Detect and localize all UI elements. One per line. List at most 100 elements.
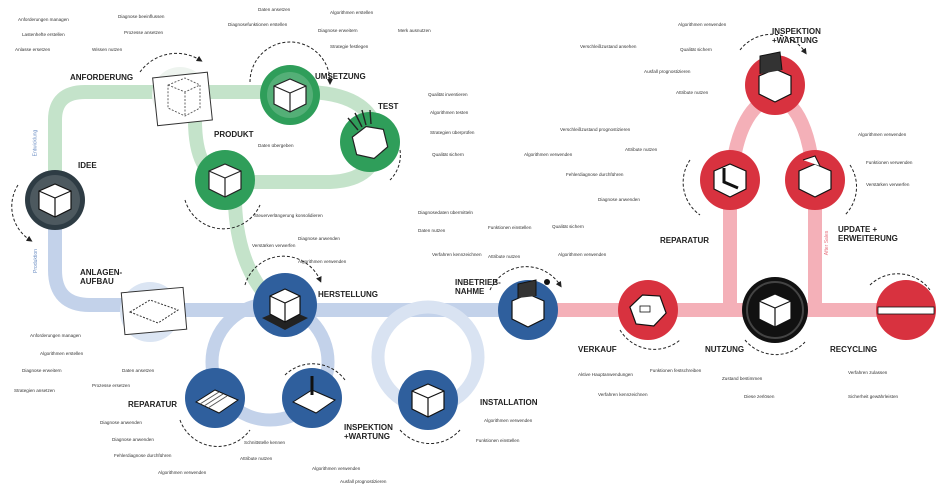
label-inspektion-right-line1: INSPEKTION [772, 27, 821, 36]
label-inspektion-left-line2: +WARTUNG [344, 432, 390, 441]
note: Verfahren kennzeichnen [432, 252, 482, 257]
note: Aktive Hauptanwendungen [578, 372, 633, 377]
note: Anforderungen managen [30, 333, 81, 338]
label-inspektion-right-line2: +WARTUNG [772, 36, 818, 45]
note: Funktionen verwenden [866, 160, 913, 165]
note: Algorithmen verwenden [484, 418, 533, 423]
label-installation: INSTALLATION [480, 398, 538, 407]
note: Daten ansetzen [258, 7, 291, 12]
note: Anlasse ersetzen [15, 47, 51, 52]
label-test: TEST [378, 102, 399, 111]
note: Diagnose anwenden [100, 420, 142, 425]
note: Schnittstelle kennen [244, 440, 286, 445]
note: Attribute nutzen [676, 90, 709, 95]
umsetzung-node [260, 65, 320, 125]
label-herstellung: HERSTELLUNG [318, 290, 378, 299]
produkt-node [195, 150, 255, 210]
note: Funktionen festschreiben [650, 368, 702, 373]
note: Daten übergeben [258, 143, 294, 148]
note: Qualität sichern [552, 224, 584, 229]
note: Qualität sichern [680, 47, 712, 52]
note: Qualität sichern [432, 152, 464, 157]
anlagenaufbau-node [120, 282, 188, 342]
note: Algorithmen verwenden [678, 22, 727, 27]
label-reparatur-left: REPARATUR [128, 400, 178, 409]
label-update-line2: ERWEITERUNG [838, 234, 898, 243]
reparatur-left-node [185, 368, 245, 428]
note: Diagnose anwenden [298, 236, 340, 241]
note: Steuerverlängerung konsolidieren [254, 213, 323, 218]
dashed-cycle-arrows [11, 33, 931, 447]
inbetriebnahme-node [498, 279, 558, 340]
note: Diagnose anwenden [112, 437, 154, 442]
note: Algorithmen verwenden [858, 132, 907, 137]
label-verkauf: VERKAUF [578, 345, 617, 354]
note: Algorithmen erstellen [40, 351, 84, 356]
note: Funktionen einstellen [476, 438, 520, 443]
phase-label-entwicklung: Entwicklung [32, 129, 39, 157]
note: Attribute nutzen [240, 456, 273, 461]
note: Ausfall prognostizieren [644, 69, 691, 74]
note: Verfahren zulassen [848, 370, 888, 375]
note: Funktionen einstellen [488, 225, 532, 230]
note: Strategien überprüfen [430, 130, 475, 135]
note: Merk ausnutzen [398, 28, 431, 33]
herstellung-node [253, 273, 317, 337]
label-reparatur-right: REPARATUR [660, 236, 710, 245]
label-inspektion-right: INSPEKTION +WARTUNG [772, 27, 821, 45]
recycling-node [876, 280, 936, 340]
note: Lastenhefte erstellen [22, 32, 65, 37]
note: Attribute nutzen [488, 254, 521, 259]
label-anlagen-line1: ANLAGEN- [80, 268, 123, 277]
note: Verstärken verwerfen [866, 182, 910, 187]
note: Diagnose anwenden [598, 197, 640, 202]
label-umsetzung: UMSETZUNG [315, 72, 366, 81]
anforderung-node [152, 67, 213, 127]
phase-label-after-sales: After Sales [824, 230, 831, 256]
inspektion-left-node [282, 368, 342, 428]
note: Prozesse ersetzen [92, 383, 131, 388]
label-inspektion-left: INSPEKTION +WARTUNG [344, 423, 393, 441]
note: Attribute nutzen [625, 147, 658, 152]
note: Verschleißzustand prognostizieren [560, 127, 631, 132]
phase-label-produktion: Produktion [32, 249, 39, 273]
label-idee: IDEE [78, 161, 97, 170]
note: Verstärken verwerfen [252, 243, 296, 248]
label-produkt: PRODUKT [214, 130, 254, 139]
nutzung-node [742, 277, 808, 343]
update-node [785, 150, 845, 210]
note: Algorithmen verwenden [558, 252, 607, 257]
note: Sicherheit gewährleisten [848, 394, 899, 399]
reparatur-right-node [700, 150, 760, 210]
note: Diagnosedaten übermitteln [418, 210, 473, 215]
note: Verschleißzustand ansehen [580, 44, 637, 49]
label-inbetriebnahme-line1: INBETRIEB- [455, 278, 501, 287]
note: Fehlerdiagnose durchführen [566, 172, 624, 177]
note: Fehlerdiagnose durchführen [114, 453, 172, 458]
label-anforderung: ANFORDERUNG [70, 73, 134, 82]
test-node [340, 109, 400, 172]
idee-node [25, 170, 85, 230]
note: Algorithmen verwenden [524, 152, 573, 157]
note: Qualität inventieren [428, 92, 468, 97]
label-recycling: RECYCLING [830, 345, 878, 354]
note: Diagnose erweitern [22, 368, 62, 373]
note: Zustand bestimmen [722, 376, 763, 381]
label-nutzung: NUTZUNG [705, 345, 745, 354]
note: Strategien ansetzen [14, 388, 55, 393]
inspektion-right-node [745, 51, 805, 115]
note: Daten ansetzen [122, 368, 155, 373]
verkauf-node [618, 280, 678, 340]
note: Anforderungen managen [18, 17, 69, 22]
label-update-line1: UPDATE + [838, 225, 878, 234]
note: Diagnosefunktionen erstellen [228, 22, 288, 27]
note: Daten nutzen [418, 228, 446, 233]
label-anlagen-aufbau: ANLAGEN- AUFBAU [80, 268, 122, 286]
note: Algorithmen verwenden [298, 259, 347, 264]
note: Algorithmen erstellen [330, 10, 374, 15]
note: Ausfall prognostizieren [340, 479, 387, 484]
note: Diagnose beeinflussen [118, 14, 165, 19]
note: Verfahren kennzeichnen [598, 392, 648, 397]
note: Prozesse ansetzen [124, 30, 164, 35]
